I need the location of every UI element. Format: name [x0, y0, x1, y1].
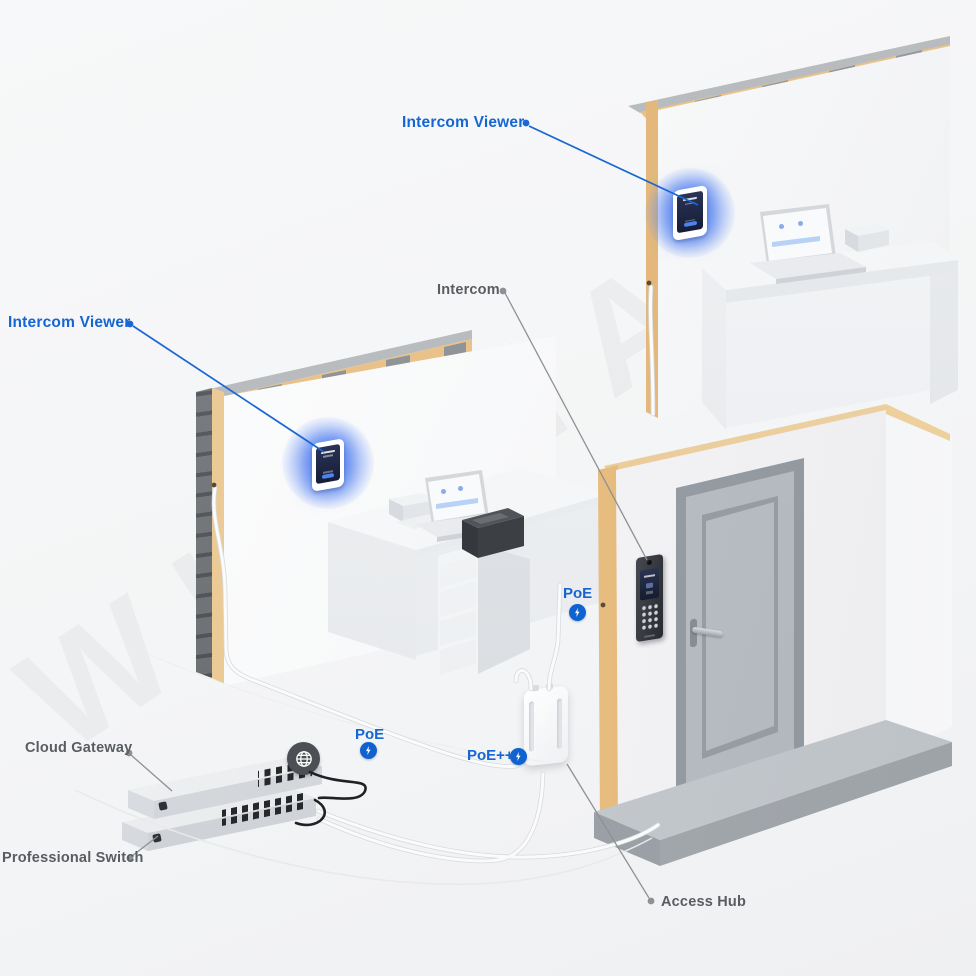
poe-lightning-icon	[569, 604, 586, 621]
intercom-viewer-device	[312, 438, 344, 492]
intercom-speaker	[644, 634, 655, 638]
intercom-camera	[647, 559, 652, 566]
label-cloud-gateway: Cloud Gateway	[25, 740, 133, 756]
gateway-logo	[158, 801, 168, 811]
internet-globe-icon	[287, 742, 320, 775]
laptop-ui-dot	[779, 224, 784, 229]
intercom-viewer-device	[673, 185, 707, 241]
label-poe-wall: PoE	[563, 585, 593, 602]
switch-logo	[152, 833, 162, 843]
label-intercom-viewer-left: Intercom Viewer	[8, 314, 131, 331]
viewer-screen	[316, 443, 340, 485]
label-access-hub: Access Hub	[661, 894, 747, 910]
hub-port	[532, 684, 539, 692]
access-hub-device	[524, 683, 568, 767]
viewer-screen	[677, 190, 703, 234]
label-professional-switch: Professional Switch	[2, 850, 144, 866]
laptop-ui-dot	[441, 489, 446, 494]
label-intercom: Intercom	[437, 282, 500, 298]
intercom-device	[636, 553, 663, 643]
label-intercom-viewer-top: Intercom Viewer	[402, 114, 525, 131]
laptop-ui-dot	[458, 486, 463, 491]
poe-plus-lightning-icon	[510, 748, 527, 765]
laptop-ui-dot	[798, 221, 803, 226]
intercom-keypad	[641, 602, 658, 632]
label-poe-plus: PoE++	[467, 747, 514, 764]
poe-lightning-icon	[360, 742, 377, 759]
hub-port	[546, 683, 553, 690]
hub-slot	[557, 698, 562, 749]
hub-slot	[529, 701, 534, 752]
intercom-screen	[640, 567, 659, 601]
label-poe-bottom: PoE	[355, 726, 385, 743]
